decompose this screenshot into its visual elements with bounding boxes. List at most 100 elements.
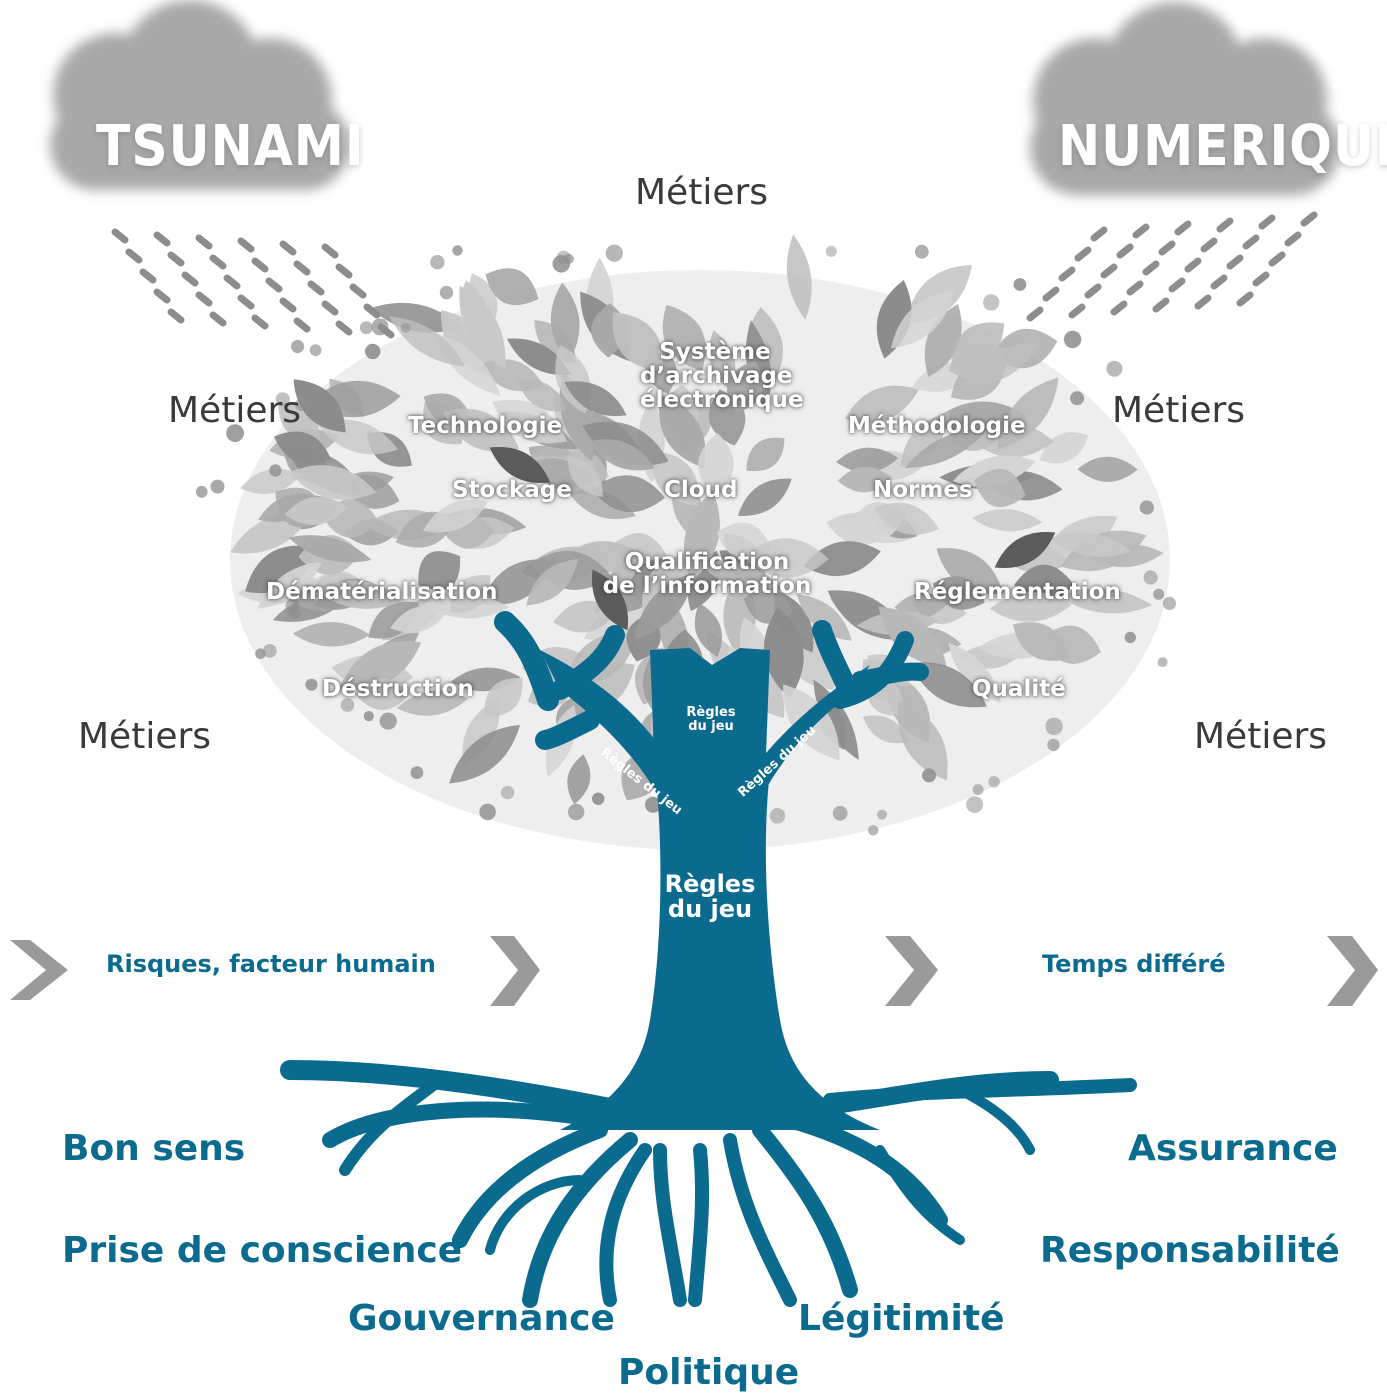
leaf <box>652 450 699 506</box>
rain-drop <box>237 237 255 253</box>
trunk <box>494 611 929 1130</box>
leaf <box>698 560 784 592</box>
rain-drop <box>1116 243 1134 259</box>
canopy-dot <box>922 768 936 783</box>
rain-drop <box>1152 297 1170 313</box>
flow-left-label: Risques, facteur humain <box>106 950 436 978</box>
leaf <box>564 381 627 417</box>
canopy-dots <box>195 244 1177 836</box>
leaf-label-systeme-line1: Système <box>659 339 771 365</box>
rain-drop <box>265 277 283 293</box>
trunk-main-line2: du jeu <box>667 895 753 924</box>
leaf <box>989 591 1072 622</box>
rain-drop <box>251 314 269 330</box>
leaf <box>898 701 948 781</box>
rain-drop <box>1026 306 1044 322</box>
leaf <box>837 466 892 493</box>
leaf <box>727 360 764 414</box>
rain-drop <box>1210 274 1228 290</box>
leaf <box>1077 456 1138 482</box>
canopy-dot <box>305 678 318 691</box>
canopy-dot <box>1143 570 1158 585</box>
canopy-dot <box>195 485 208 498</box>
canopy-dot <box>877 809 887 820</box>
canopy-dot <box>563 253 574 265</box>
leaf <box>240 468 302 495</box>
rain-drop <box>293 317 311 333</box>
leaf-label-qualite: Qualité <box>972 676 1066 702</box>
canopy-dot <box>1070 391 1085 406</box>
leaf <box>890 290 955 349</box>
leaf <box>1058 588 1153 614</box>
leaf <box>803 541 881 577</box>
canopy-dot <box>568 803 585 821</box>
rain-drop <box>1090 226 1108 242</box>
leaf-label-methodologie: Méthodologie <box>848 413 1026 439</box>
leaf <box>418 551 461 591</box>
canopy-dot <box>210 479 225 494</box>
canopy-dot <box>363 711 374 722</box>
leaf <box>662 304 706 371</box>
leaf <box>948 642 1002 704</box>
rain-drop <box>293 260 311 276</box>
leaf <box>873 502 939 535</box>
root-label-gouvernance: Gouvernance <box>348 1298 615 1339</box>
rain-drop <box>1100 263 1118 279</box>
canopy-dot <box>868 825 879 836</box>
rain-drop <box>1284 231 1302 247</box>
rain-drop <box>153 288 171 304</box>
canopy-dot <box>275 392 290 407</box>
metier-top: Métiers <box>635 172 769 213</box>
root-label-assurance: Assurance <box>1128 1128 1338 1169</box>
root-label-legitimite: Légitimité <box>798 1298 1005 1339</box>
rain-drop <box>167 308 185 324</box>
leaf <box>634 572 695 639</box>
rain-drop <box>1216 217 1234 233</box>
canopy-dot <box>972 784 984 796</box>
rain-drop <box>335 320 353 336</box>
leaf <box>396 690 469 716</box>
canopy-dot <box>410 766 424 779</box>
canopy-dot <box>479 803 496 821</box>
metier-right-upper: Métiers <box>1112 390 1246 431</box>
leaf-label-qualification-line1: Qualification <box>624 549 790 575</box>
trunk-main-label: Règles du jeu <box>660 871 760 924</box>
rain-drop <box>167 251 185 267</box>
canopy-dot <box>1106 360 1123 377</box>
rain-drop <box>1158 240 1176 256</box>
rain-icon-right <box>1026 211 1318 322</box>
leaf <box>745 320 772 411</box>
leaf <box>292 622 371 647</box>
leaf <box>694 603 722 657</box>
leaf-dark <box>591 569 629 631</box>
leaf <box>844 385 919 423</box>
root-label-bon-sens: Bon sens <box>62 1128 246 1169</box>
leaf <box>862 715 909 744</box>
canopy-dot <box>262 644 277 658</box>
leaf <box>370 302 463 333</box>
leaf <box>245 545 316 594</box>
roots <box>280 1060 1137 1308</box>
rain-drop <box>1126 280 1144 296</box>
rain-drop <box>209 254 227 270</box>
rain-drop <box>349 283 367 299</box>
leaf <box>312 580 405 609</box>
leaf <box>422 499 488 533</box>
leaf-label-cloud: Cloud <box>664 477 738 503</box>
canopy-dot <box>379 712 397 730</box>
canopy-dot <box>1047 738 1060 752</box>
leaf <box>974 468 1026 508</box>
canopy-dot <box>340 698 355 712</box>
leaf <box>743 538 829 578</box>
canopy-dot <box>400 322 411 333</box>
leaf <box>293 379 346 433</box>
leaf <box>910 662 987 708</box>
rain-drop <box>1200 237 1218 253</box>
flow-right-label: Temps différé <box>1042 950 1226 978</box>
canopy-dot <box>365 343 381 360</box>
leaf <box>1012 622 1070 661</box>
chevron-right-icon <box>10 936 1378 1006</box>
cloud-left-label: TSUNAMI <box>96 114 365 179</box>
leaf <box>492 399 567 444</box>
root-label-politique: Politique <box>618 1352 800 1393</box>
